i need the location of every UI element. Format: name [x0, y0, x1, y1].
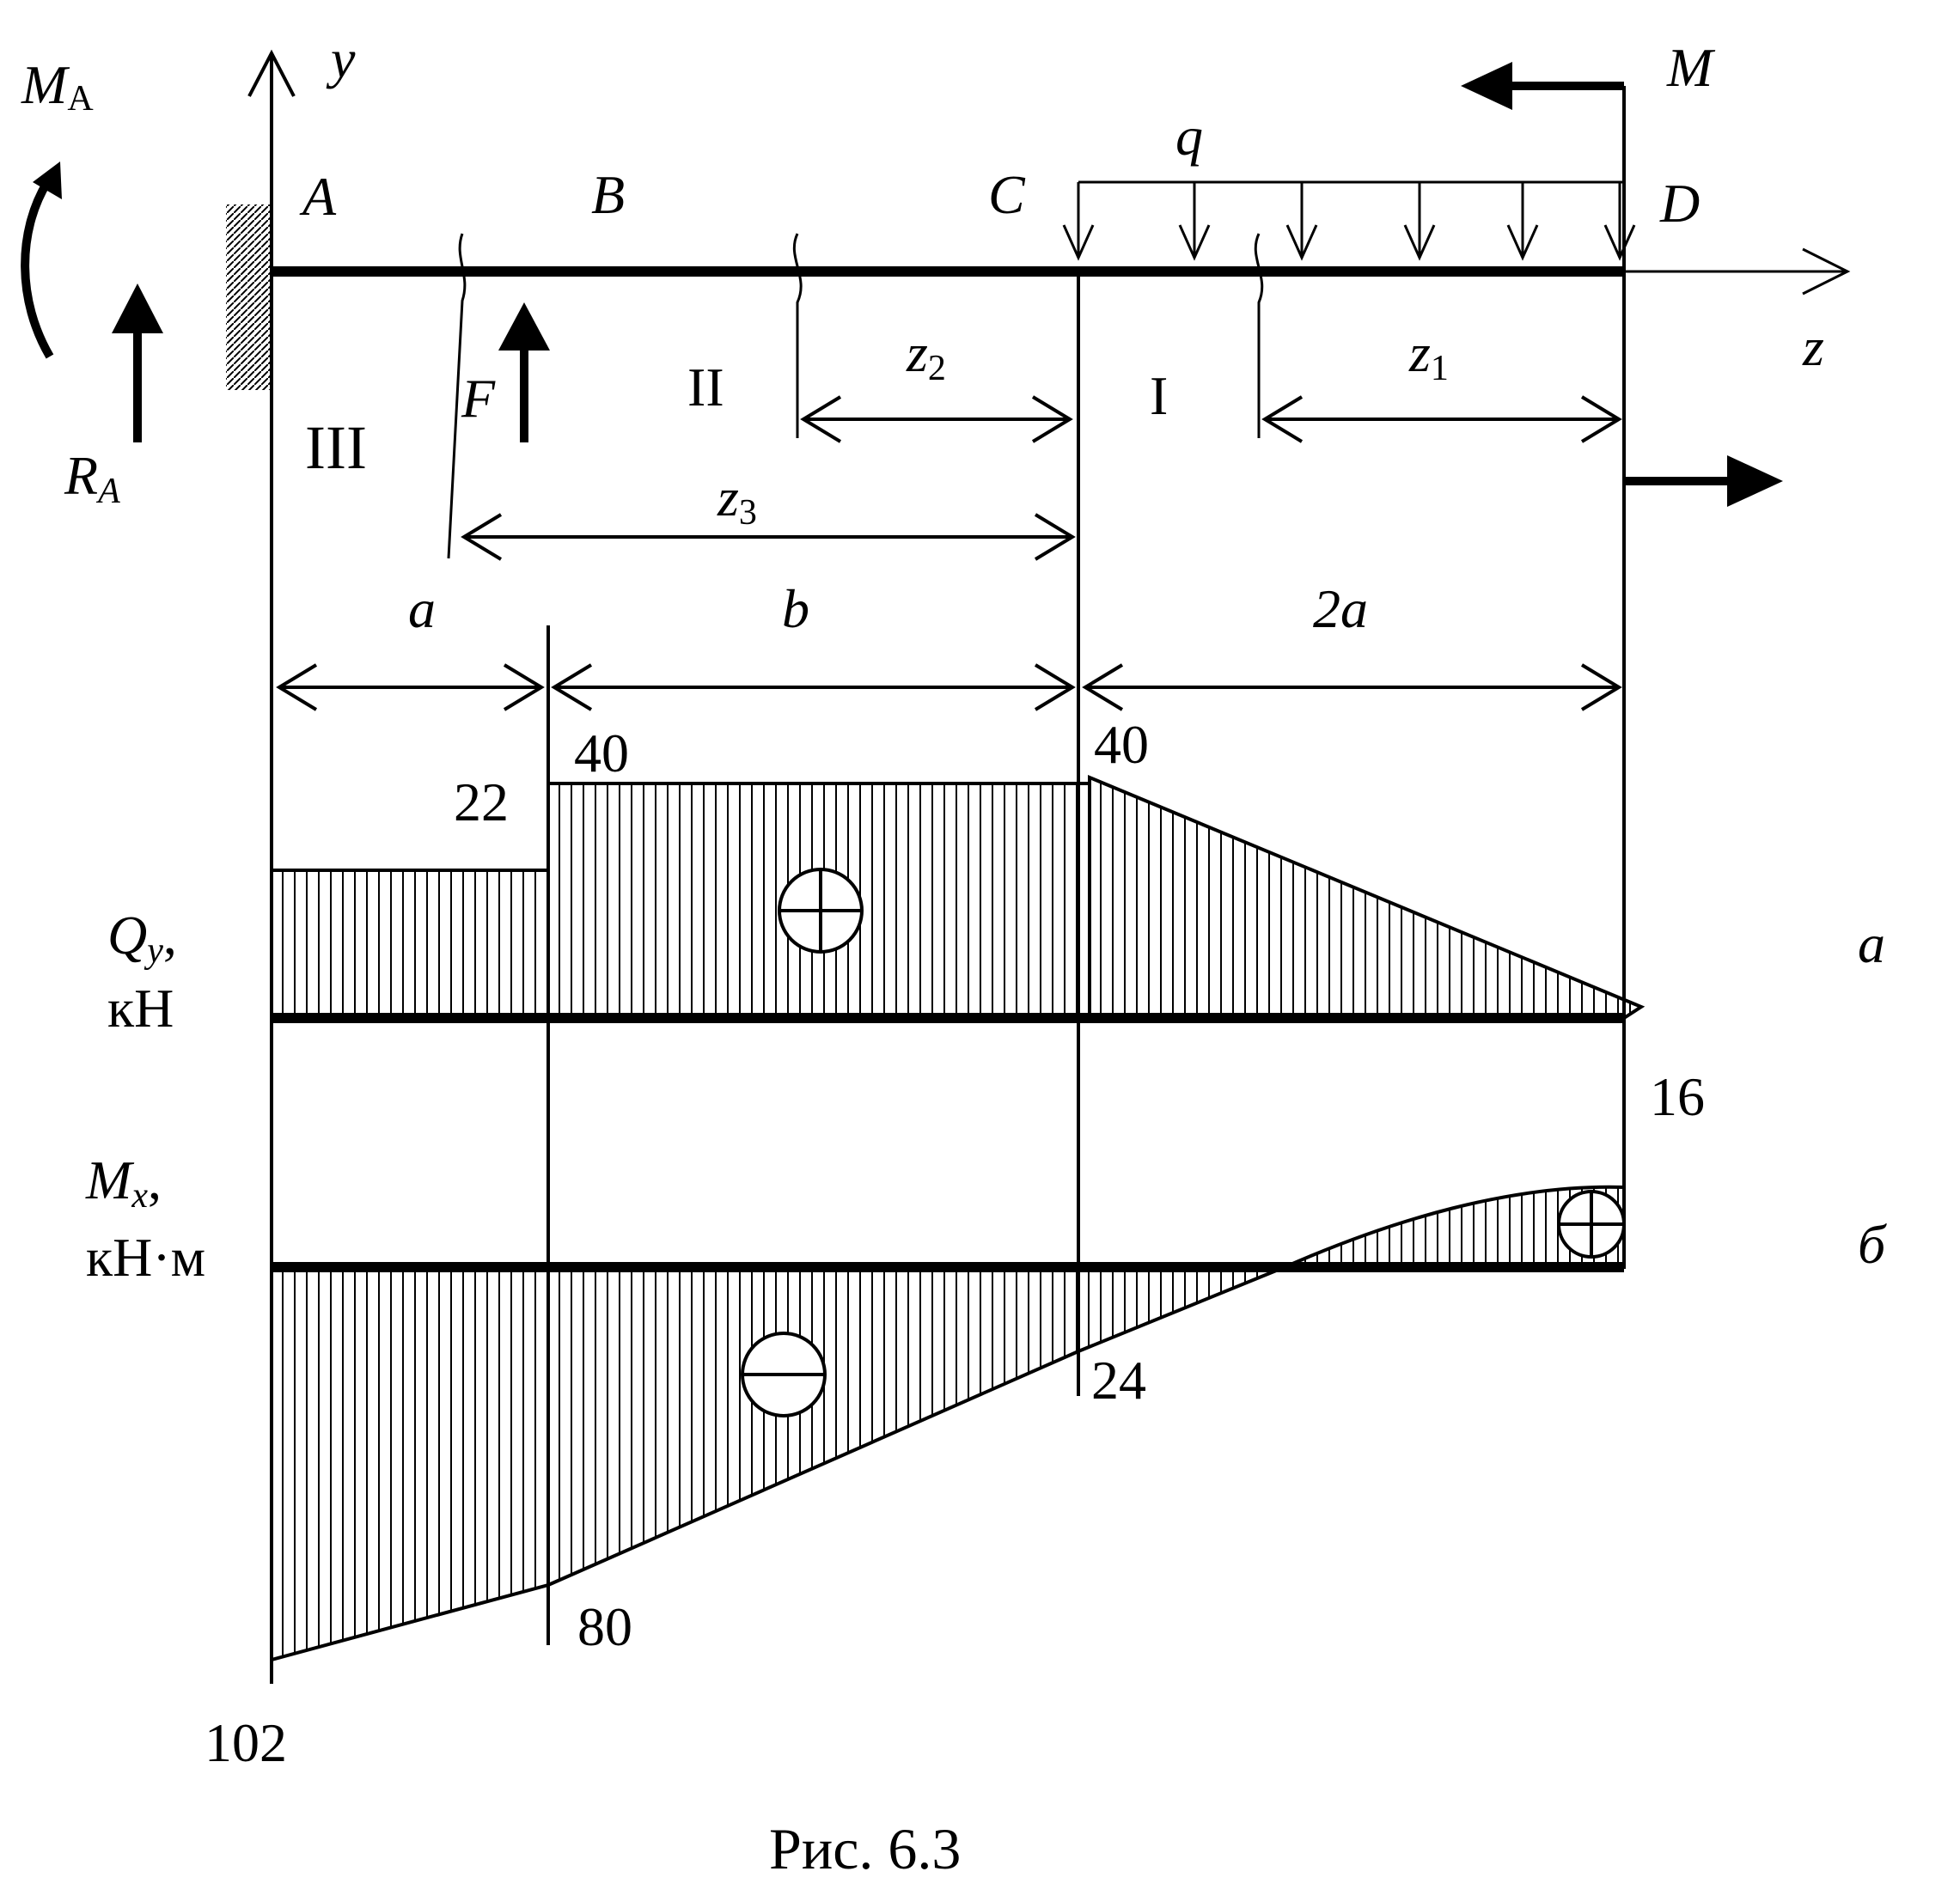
dimension-lines: [276, 395, 1622, 711]
shear-value-22: 22: [454, 771, 509, 832]
moment-region-bc-cd: [546, 1265, 1285, 1588]
label-q: q: [1175, 106, 1203, 167]
label-dim-b: b: [782, 578, 809, 639]
load-q-arrows: [1178, 182, 1636, 261]
label-mx: Mx,: [85, 1149, 162, 1216]
moment-ma-arrow: [21, 180, 54, 359]
moment-region-ab: [270, 1265, 550, 1662]
label-panel-a: а: [1858, 913, 1885, 974]
label-y-axis: y: [326, 28, 356, 89]
label-ra: RA: [64, 445, 120, 511]
section-cut-1: [1254, 233, 1264, 438]
shear-value-40-left: 40: [574, 722, 629, 783]
label-dim-a: a: [408, 578, 436, 639]
shear-region-ab: [270, 869, 550, 1020]
moment-plus-sign: [1557, 1190, 1626, 1259]
label-point-b: B: [591, 164, 625, 225]
moment-value-102: 102: [205, 1712, 287, 1773]
label-section-3: III: [305, 413, 367, 482]
label-section-2: II: [687, 357, 724, 418]
label-section-1: I: [1150, 365, 1168, 426]
force-f-arrowhead: [498, 302, 550, 351]
label-f: F: [461, 368, 496, 429]
z-axis-arrowhead: [1802, 247, 1851, 296]
label-mx-unit: кН·м: [86, 1227, 205, 1288]
moment-m-arrowhead: [1461, 62, 1512, 110]
moment-value-80: 80: [577, 1596, 632, 1657]
arrow-at-d-head: [1727, 455, 1783, 507]
label-point-d: D: [1659, 173, 1700, 234]
label-qy-unit: кН: [107, 978, 174, 1039]
moment-region-positive: [1284, 1185, 1626, 1269]
label-m: M: [1666, 37, 1716, 98]
label-qy: Qy,: [107, 905, 177, 971]
section-cut-2: [792, 233, 803, 438]
label-point-a: A: [299, 166, 337, 227]
y-axis-arrowhead: [247, 49, 296, 97]
shear-value-16: 16: [1650, 1066, 1705, 1127]
label-z2: z2: [906, 322, 946, 388]
label-panel-b: б: [1858, 1214, 1887, 1275]
moment-value-24: 24: [1091, 1350, 1146, 1411]
label-point-c: C: [988, 164, 1026, 225]
load-q-left-head: [1062, 224, 1095, 261]
shear-region-cd: [1088, 775, 1646, 1020]
shear-value-40-right: 40: [1094, 714, 1149, 775]
label-ma: MA: [21, 54, 94, 119]
section-cut-3: [447, 233, 467, 559]
label-z1: z1: [1408, 322, 1449, 388]
figure-caption: Рис. 6.3: [769, 1816, 961, 1881]
fixed-support: [226, 204, 271, 390]
label-z3: z3: [717, 466, 757, 533]
shear-plus-sign: [778, 868, 864, 954]
label-z-axis: z: [1802, 316, 1824, 377]
moment-ma-arrowhead: [33, 162, 62, 199]
reaction-ra-arrowhead: [112, 283, 163, 333]
moment-minus-sign: [741, 1332, 827, 1417]
label-dim-2a: 2a: [1313, 578, 1368, 639]
